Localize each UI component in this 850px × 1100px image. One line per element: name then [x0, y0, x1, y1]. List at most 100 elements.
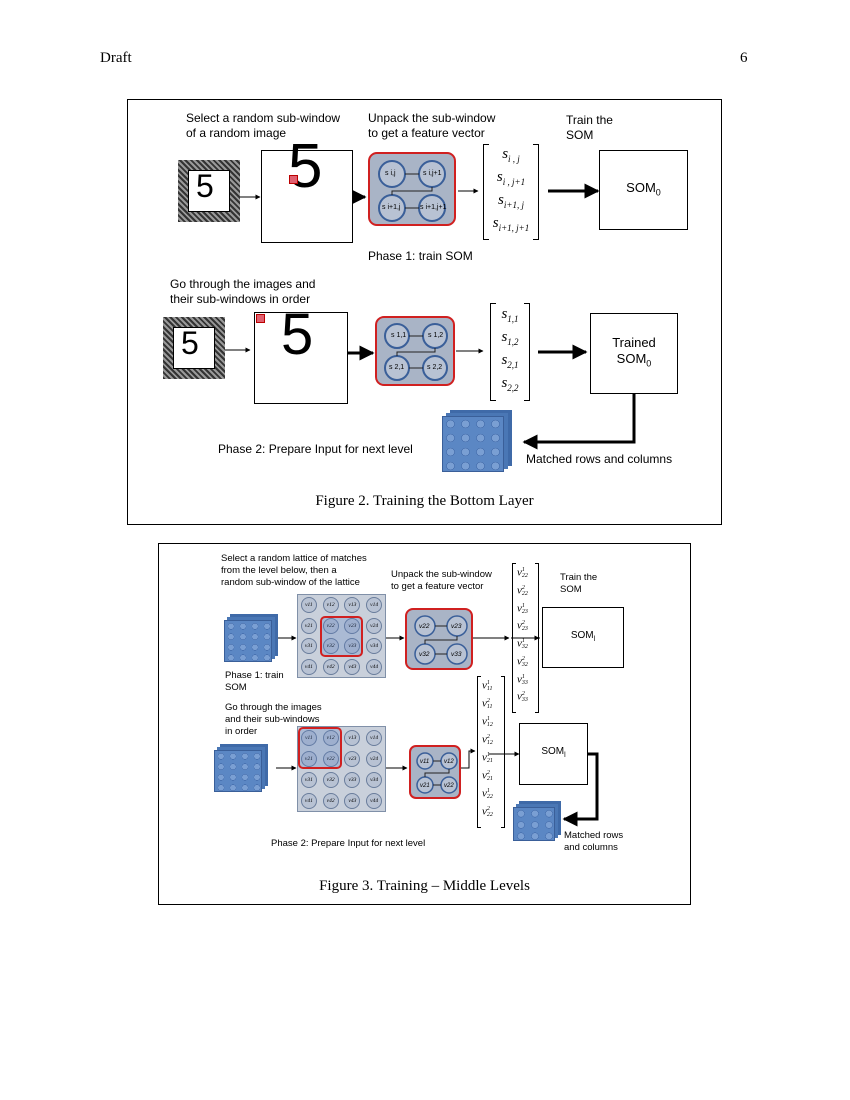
lattice-node: v14 [366, 729, 383, 746]
f2-phase2-label: Phase 2: Prepare Input for next level [218, 442, 413, 456]
f3-node-block-2: v11 v12 v21 v22 [409, 745, 461, 799]
lattice-node: v32 [322, 771, 339, 788]
lattice-node: v31 [300, 771, 317, 788]
lattice-node: v41 [300, 658, 317, 675]
lattice-node: v24 [366, 750, 383, 767]
lattice-node: v13 [344, 729, 361, 746]
lattice-node: v22 [322, 750, 339, 767]
f2-v2-4: s2,2 [501, 375, 519, 393]
f2-node-block: s i,j s i,j+1 s i+1,j s i+1,j+1 [368, 152, 456, 226]
lattice-node: v23 [344, 750, 361, 767]
figure-2-caption: Figure 2. Training the Bottom Layer [315, 493, 534, 509]
lattice-node: v11 [300, 729, 317, 746]
f2-phase2-step1: Go through the images and their sub-wind… [170, 277, 316, 306]
f2-vec-4: si+1, j+1 [492, 215, 530, 233]
page-number: 6 [740, 50, 748, 66]
f2-step3-label: Train the SOM [566, 113, 613, 142]
lattice-node: v11 [300, 597, 317, 614]
f2-vector-2: s1,1 s1,2 s2,1 s2,2 [490, 303, 530, 401]
f2-v2-1: s1,1 [501, 306, 519, 324]
f2-matched-grid [442, 410, 512, 472]
f3-som-box-1: SOMl [542, 607, 624, 668]
f3-som-box-2: SOMl [519, 723, 588, 785]
f2-image: 5 [261, 136, 353, 243]
f2-step1-label: Select a random sub-window of a random i… [186, 111, 341, 140]
f3-matched-label: Matched rows and columns [564, 830, 624, 853]
f3-phase1-label: Phase 1: train SOM [225, 670, 284, 693]
f2-image-stack: 5 [178, 160, 240, 222]
lattice-node: v33 [344, 771, 361, 788]
lattice-node: v34 [366, 771, 383, 788]
lattice-node: v31 [300, 638, 317, 655]
f3-node-block-1: v22 v23 v32 v33 [405, 608, 473, 670]
f2-image-2: 5 [254, 302, 348, 404]
f2-stack-digit: 5 [196, 168, 214, 204]
f2-image2-digit: 5 [281, 302, 314, 367]
lattice-node: v23 [344, 617, 361, 634]
f2-node-block-2: s 1,1 s 1,2 s 2,1 s 2,2 [375, 316, 455, 386]
f2-vec-1: si , j [502, 146, 520, 164]
lattice-node: v12 [322, 597, 339, 614]
f2-image-stack-2: 5 [163, 317, 225, 379]
f2-v2-3: s2,1 [501, 352, 519, 370]
f2-node-1: s i,j [385, 170, 396, 177]
lattice-node: v33 [344, 638, 361, 655]
f3-step3-label: Train the SOM [560, 572, 598, 595]
lattice-node: v43 [344, 658, 361, 675]
lattice-node: v13 [344, 597, 361, 614]
running-header: Draft [100, 50, 132, 66]
f2-v2-2: s1,2 [501, 329, 519, 347]
f2-stack2-digit: 5 [181, 325, 199, 361]
f2-step2-label: Unpack the sub-window to get a feature v… [368, 111, 496, 140]
f2-node-3: s i+1,j [382, 204, 401, 211]
figure-2-arrows [224, 183, 636, 450]
figure-2: Select a random sub-window of a random i… [127, 99, 722, 525]
lattice-node: v32 [322, 638, 339, 655]
f3-blue-stack-2 [214, 744, 268, 792]
f2-som-box: SOM0 [599, 150, 688, 230]
figure-3: Select a random lattice of matches from … [158, 543, 691, 905]
lattice-node: v14 [366, 597, 383, 614]
f2-subwindow-marker-2 [256, 314, 265, 323]
lattice-node: v41 [300, 792, 317, 809]
f3-matched-grid [513, 801, 561, 841]
f3-sn1-1: v22 [419, 623, 430, 630]
f3-phase2-label: Phase 2: Prepare Input for next level [271, 838, 426, 849]
f2-n2-2: s 1,2 [428, 332, 444, 339]
f3-sn1-4: v33 [451, 651, 462, 658]
f2-trained-som-box: Trained SOM0 [590, 313, 678, 394]
f3-sn1-3: v32 [419, 651, 430, 658]
lattice-node: v34 [366, 638, 383, 655]
f2-n2-3: s 2,1 [389, 364, 405, 371]
f2-matched-label: Matched rows and columns [526, 452, 673, 466]
lattice-node: v44 [366, 658, 383, 675]
f3-sn2-1: v11 [420, 759, 430, 765]
f2-subwindow-marker [289, 175, 298, 184]
lattice-subwindow-highlight [298, 727, 342, 769]
f2-node-4: s i+1,j+1 [420, 204, 447, 211]
f3-sn2-4: v22 [444, 783, 454, 789]
lattice-node: v42 [322, 658, 339, 675]
f3-blue-stack-1 [224, 614, 278, 662]
f3-step2-label: Unpack the sub-window to get a feature v… [391, 569, 492, 592]
lattice-node: v42 [322, 792, 339, 809]
f2-n2-4: s 2,2 [427, 364, 443, 371]
